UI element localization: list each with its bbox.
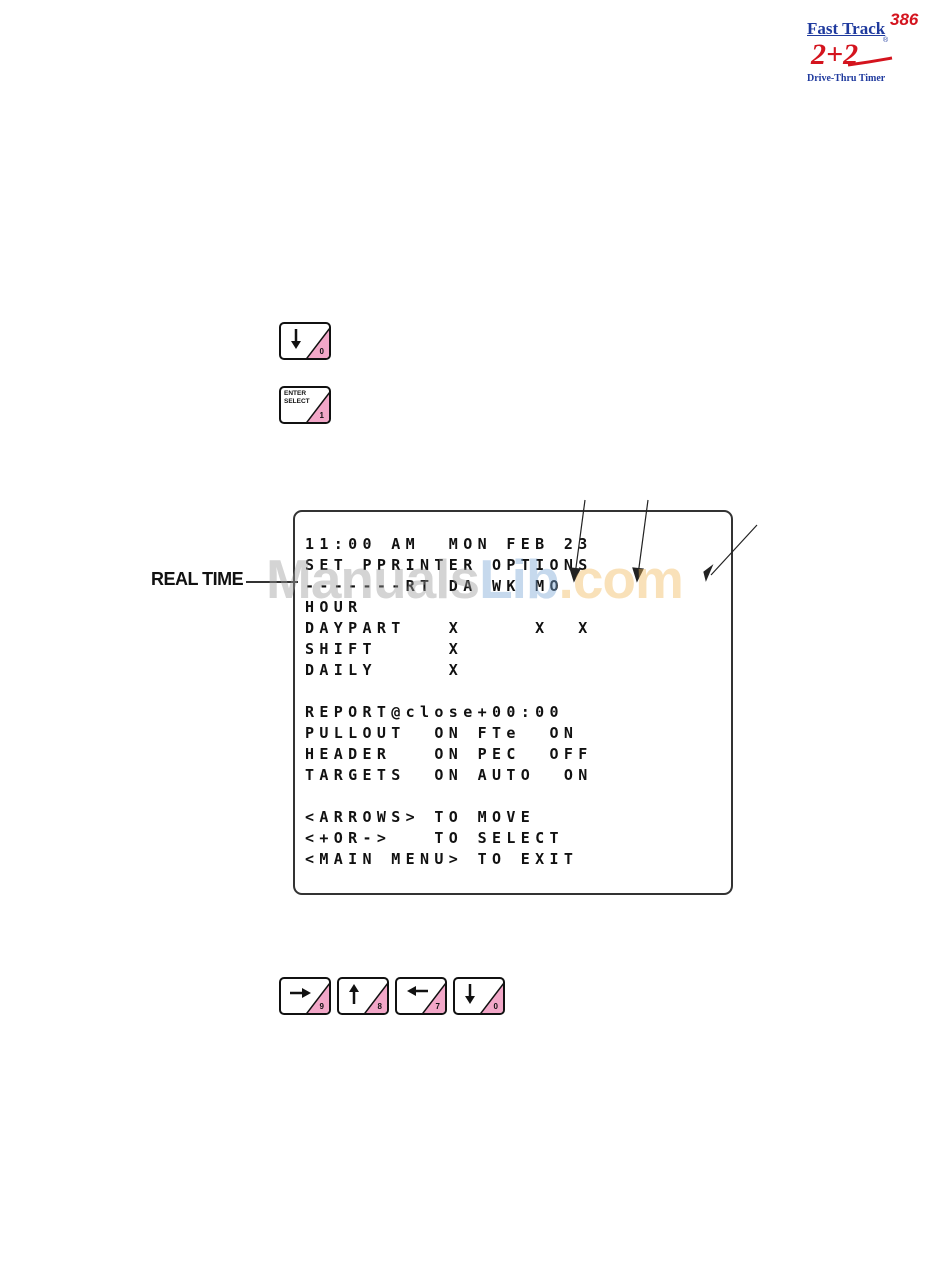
key-number: 7	[435, 1002, 440, 1011]
key-number: 0	[493, 1002, 498, 1011]
watermark-part: Manuals	[266, 548, 480, 610]
arrow-down-icon	[465, 984, 475, 1004]
logo-model-number: 386	[890, 10, 919, 29]
watermark: ManualsLib.com	[266, 547, 684, 611]
key-pink-corner	[480, 983, 503, 1013]
screen-line: HEADER ON PEC OFF	[305, 745, 593, 763]
screen-line: <ARROWS> TO MOVE	[305, 808, 536, 826]
fast-track-logo: Fast Track 386 ® 2+2 Drive-Thru Timer	[806, 10, 941, 88]
printer-options-screen: 11:00 AM MON FEB 23 SET PPRINTER OPTIONS…	[293, 510, 733, 895]
key-pink-corner	[306, 983, 329, 1013]
screen-line: DAILY X	[305, 661, 464, 679]
enter-select-label: ENTER SELECT	[284, 390, 310, 406]
screen-line: REPORT@close+00:00	[305, 703, 564, 721]
screen-line: -------RT DA WK MO	[305, 577, 564, 595]
key-number: 1	[319, 411, 324, 420]
key-pink-corner	[306, 392, 329, 422]
registered-mark: ®	[883, 37, 889, 44]
screen-line: DAYPART X X X	[305, 619, 593, 637]
screen-line: <+OR-> TO SELECT	[305, 829, 564, 847]
logo-tagline: Drive-Thru Timer	[807, 73, 886, 84]
real-time-leader-line	[246, 581, 298, 583]
key-pink-corner	[306, 328, 329, 358]
enter-select-key[interactable]: ENTER SELECT 1	[279, 386, 331, 424]
screen-line: PULLOUT ON FTe ON	[305, 724, 579, 742]
arrow-right-icon	[290, 988, 311, 998]
callout-pointer-arrows	[569, 499, 758, 583]
screen-line: HOUR	[305, 598, 363, 616]
key-pink-corner	[422, 983, 445, 1013]
watermark-part: Lib	[479, 548, 559, 610]
screen-text: 11:00 AM MON FEB 23 SET PPRINTER OPTIONS…	[305, 534, 593, 870]
right-arrow-key[interactable]: 9	[279, 977, 331, 1015]
screen-line: <MAIN MENU> TO EXIT	[305, 850, 579, 868]
select-label: SELECT	[284, 398, 310, 405]
down-key[interactable]: 0	[279, 322, 331, 360]
key-number: 0	[319, 347, 324, 356]
arrow-down-icon	[291, 329, 301, 349]
real-time-label: REAL TIME	[151, 569, 244, 589]
enter-label: ENTER	[284, 390, 307, 397]
key-number: 9	[319, 1002, 324, 1011]
key-pink-corner	[364, 983, 387, 1013]
arrow-up-icon	[349, 984, 359, 1004]
logo-2-plus-2-graphic: 2+2	[810, 38, 893, 71]
arrow-left-icon	[407, 986, 428, 996]
screen-line: TARGETS ON AUTO ON	[305, 766, 593, 784]
up-arrow-key[interactable]: 8	[337, 977, 389, 1015]
watermark-part: .com	[558, 548, 684, 610]
screen-line: 11:00 AM MON FEB 23	[305, 535, 593, 553]
screen-line: SHIFT X	[305, 640, 464, 658]
left-arrow-key[interactable]: 7	[395, 977, 447, 1015]
logo-brand-text: Fast Track	[807, 19, 886, 38]
down-arrow-key[interactable]: 0	[453, 977, 505, 1015]
key-number: 8	[377, 1002, 382, 1011]
screen-line: SET PPRINTER OPTIONS	[305, 556, 593, 574]
